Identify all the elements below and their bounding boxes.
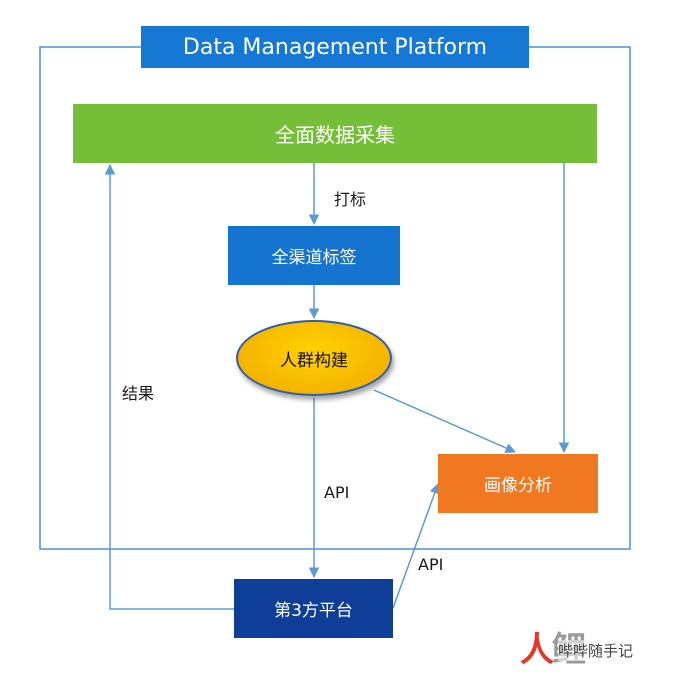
node-omnichannel-tagging: 全渠道标签 — [228, 226, 400, 285]
edge-label-api-down: API — [324, 483, 350, 502]
edge-label-api-up: API — [418, 555, 444, 574]
arrow-crowd-to-portrait — [373, 389, 516, 454]
node-data-collection: 全面数据采集 — [73, 104, 597, 163]
platform-title: Data Management Platform — [141, 26, 529, 68]
edge-label-result: 结果 — [122, 384, 155, 403]
watermark-text: 哔哔随手记 — [558, 640, 634, 661]
node-portrait-analysis: 画像分析 — [438, 454, 598, 513]
node-third-party-platform: 第3方平台 — [234, 579, 393, 638]
watermark-logo-mark: 人 — [520, 630, 554, 670]
watermark: 人鲤 哔哔随手记 — [520, 630, 634, 670]
arrow-third-party-to-portrait — [392, 483, 440, 609]
edge-label-tagging: 打标 — [334, 190, 367, 209]
node-crowd-building: 人群构建 — [236, 320, 392, 396]
arrow-result-to-collect — [104, 163, 234, 610]
